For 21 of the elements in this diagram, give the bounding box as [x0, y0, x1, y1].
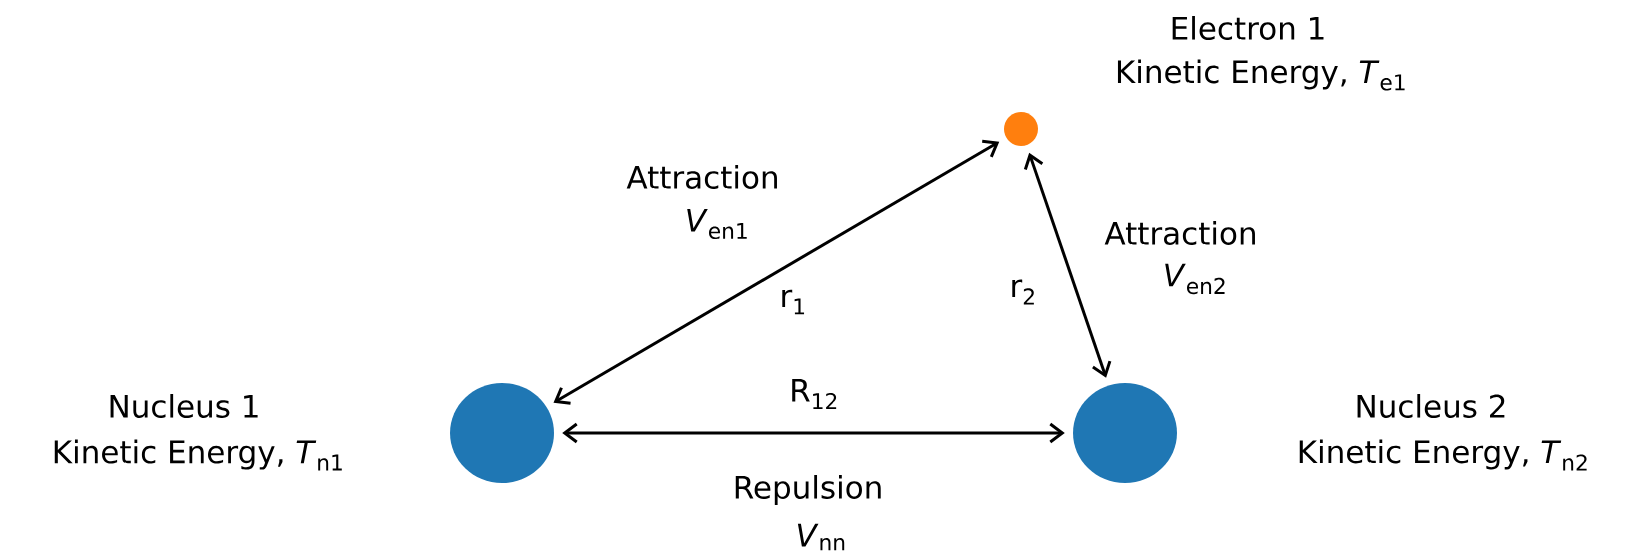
interaction-label: V$_{nn}$: [797, 523, 845, 551]
double-arrow: [1023, 152, 1112, 378]
interaction-label: V$_{en2}$: [1165, 263, 1225, 295]
interaction-label: V$_{en1}$: [687, 208, 747, 240]
double-arrow: [562, 422, 1065, 444]
particle-label: Kinetic Energy, T$_{n1}$: [54, 439, 342, 471]
particle-circle: [450, 383, 554, 483]
interaction-label: Attraction: [626, 165, 777, 189]
double-arrow: [553, 139, 1000, 405]
particle-label: Kinetic Energy, T$_{e1}$: [1117, 59, 1405, 91]
particle-circle: [1073, 383, 1177, 483]
interaction-label: Attraction: [1104, 221, 1255, 245]
interaction-label: Repulsion: [735, 475, 881, 505]
particle-label: Nucleus 1: [110, 394, 258, 418]
edge-label: r$_{2}$: [1012, 279, 1034, 305]
particle-label: Electron 1: [1172, 16, 1324, 40]
edge-label: R$_{12}$: [792, 378, 837, 410]
particle-circle: [1004, 112, 1038, 146]
particle-label: Kinetic Energy, T$_{n2}$: [1299, 439, 1587, 471]
particle-label: Nucleus 2: [1357, 394, 1505, 418]
edge-label: r$_{1}$: [782, 289, 805, 315]
